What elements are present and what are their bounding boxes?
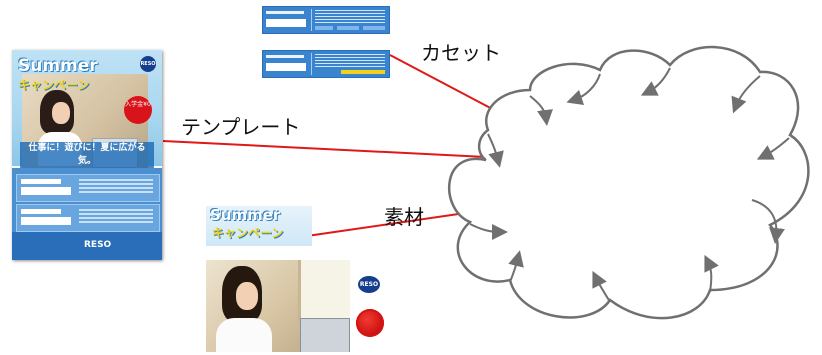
flyer-badge: 入学金¥0 xyxy=(124,96,152,124)
cloud-arrow xyxy=(640,67,671,96)
cloud-arrow xyxy=(566,73,601,106)
flyer-footer-brand: RESO xyxy=(84,240,112,250)
cloud-arrow xyxy=(469,223,508,240)
material-photo xyxy=(206,260,350,352)
label-material: 素材 xyxy=(384,205,424,229)
label-template: テンプレート xyxy=(181,115,301,139)
red-seal-icon xyxy=(356,309,384,337)
cloud-arrow xyxy=(487,133,504,168)
cloud-arrow xyxy=(592,270,611,303)
flyer-logo: RESO xyxy=(140,56,156,72)
flyer-message: 仕事に！遊びに！夏に広がる気。 xyxy=(20,142,154,168)
cassette-item xyxy=(262,50,390,78)
cloud-arrow xyxy=(704,254,719,293)
material-title: Summer キャンペーン xyxy=(206,206,312,246)
cloud-arrow xyxy=(731,75,761,114)
connector-cassette xyxy=(389,54,499,113)
flyer-subheadline: キャンペーン xyxy=(18,78,90,92)
material-subheadline: キャンペーン xyxy=(212,226,284,240)
cloud-arrow xyxy=(751,199,785,244)
label-cassette: カセット xyxy=(421,41,501,65)
flyer-headline: Summer xyxy=(18,56,98,76)
cloud-arrow xyxy=(529,95,553,126)
cassette-item xyxy=(262,6,390,34)
flyer-template: Summer キャンペーン RESO 入学金¥0 仕事に！遊びに！夏に広がる気。… xyxy=(12,50,162,260)
material-headline: Summer xyxy=(210,206,281,224)
cloud-arrow xyxy=(508,250,524,283)
reso-logo-icon: RESO xyxy=(358,276,380,293)
connector-template xyxy=(162,140,487,158)
connector-material xyxy=(299,209,487,238)
cloud-arrow xyxy=(756,137,790,160)
cloud-outline xyxy=(448,45,810,320)
